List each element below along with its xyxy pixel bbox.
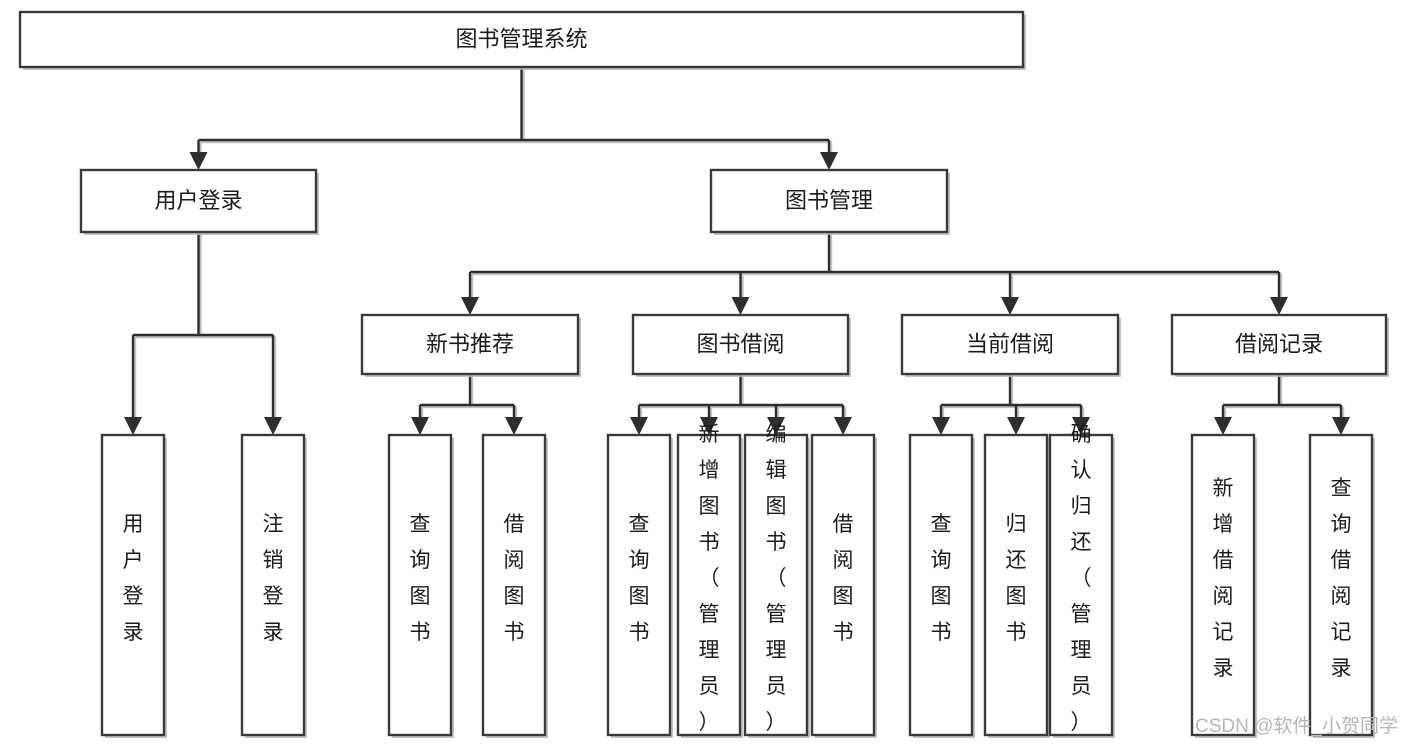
node-book-manage[interactable]: 图书管理 <box>709 168 950 235</box>
node-label: 查询图书 <box>931 513 952 644</box>
node-label: 当前借阅 <box>966 331 1054 356</box>
arrow-head-icon <box>630 417 648 435</box>
connector-arrow <box>468 272 474 301</box>
node-label: 新书推荐 <box>426 331 514 356</box>
node-label: 图书管理系统 <box>455 26 587 51</box>
arrow-head-icon <box>505 417 523 435</box>
node-leaf-borrow-book-1[interactable]: 借阅图书 <box>481 433 548 738</box>
node-label: 归还图书 <box>1006 513 1027 644</box>
arrow-head-icon <box>932 417 950 435</box>
connector-stem <box>520 67 525 142</box>
node-label: 新增借阅记录 <box>1213 477 1234 680</box>
arrow-head-icon <box>1072 417 1090 435</box>
node-label: 用户登录 <box>123 513 144 644</box>
arrow-head-icon <box>1007 417 1025 435</box>
arrow-head-icon <box>1270 297 1288 315</box>
connector-arrow <box>1277 272 1283 301</box>
node-leaf-user-login[interactable]: 用户登录 <box>100 433 167 738</box>
node-label: 编辑图书（管理员） <box>766 423 787 734</box>
node-label: 确认归还（管理员） <box>1071 423 1092 734</box>
connector-stem <box>739 374 744 407</box>
connector-bus <box>420 403 516 409</box>
connector-bus <box>1223 403 1343 409</box>
node-label: 借阅记录 <box>1235 331 1323 356</box>
connector-stem <box>1277 374 1283 407</box>
arrow-head-icon <box>767 417 785 435</box>
arrow-head-icon <box>1332 417 1350 435</box>
connector-bus <box>639 403 845 409</box>
connector-stem <box>827 232 833 274</box>
node-new-book-recommend[interactable]: 新书推荐 <box>360 313 581 377</box>
node-leaf-confirm-return[interactable]: 确认归还（管理员） <box>1048 423 1115 738</box>
node-leaf-query-book-3[interactable]: 查询图书 <box>908 433 975 738</box>
node-label: 查询图书 <box>410 513 431 644</box>
node-current-borrow[interactable]: 当前借阅 <box>900 313 1121 377</box>
connector-stem <box>197 232 202 337</box>
node-borrow-record[interactable]: 借阅记录 <box>1170 313 1389 377</box>
connector-stem <box>1008 374 1014 407</box>
node-root[interactable]: 图书管理系统 <box>18 10 1026 70</box>
connector-arrow <box>739 272 744 301</box>
arrow-head-icon <box>264 417 282 435</box>
arrow-head-icon <box>731 297 750 315</box>
node-leaf-query-book-1[interactable]: 查询图书 <box>387 433 454 738</box>
connector-arrow <box>131 335 137 421</box>
node-leaf-borrow-book-2[interactable]: 借阅图书 <box>810 433 877 738</box>
csdn-watermark: CSDN @软件_小贺同学 <box>1195 715 1398 737</box>
node-leaf-return-book[interactable]: 归还图书 <box>983 433 1050 738</box>
node-leaf-edit-book[interactable]: 编辑图书（管理员） <box>743 423 810 738</box>
node-label: 查询图书 <box>629 513 650 644</box>
connector-bus <box>198 138 831 144</box>
node-leaf-add-book[interactable]: 新增图书（管理员） <box>676 423 743 738</box>
connector-bus <box>470 270 1281 276</box>
arrow-head-icon <box>1001 297 1019 315</box>
node-label: 借阅图书 <box>504 513 525 644</box>
connector-arrow <box>1008 272 1014 301</box>
node-label: 查询借阅记录 <box>1331 477 1352 680</box>
node-leaf-query-book-2[interactable]: 查询图书 <box>606 433 673 738</box>
connector-bus <box>133 333 275 339</box>
arrow-head-icon <box>411 417 429 435</box>
arrow-head-icon <box>461 297 479 315</box>
connector-layer <box>124 67 1350 435</box>
arrow-head-icon <box>1214 417 1232 435</box>
node-label: 新增图书（管理员） <box>699 423 720 734</box>
node-label: 用户登录 <box>154 188 242 213</box>
arrow-head-icon <box>700 417 718 435</box>
arrow-head-icon <box>820 152 838 170</box>
node-leaf-add-record[interactable]: 新增借阅记录 <box>1190 433 1257 738</box>
node-label: 图书借阅 <box>696 331 784 356</box>
node-user-login[interactable]: 用户登录 <box>79 168 319 235</box>
connector-arrow <box>271 335 277 421</box>
node-label: 借阅图书 <box>833 513 854 644</box>
arrow-head-icon <box>124 417 142 435</box>
node-book-borrow[interactable]: 图书借阅 <box>631 313 851 377</box>
arrow-head-icon <box>834 417 852 435</box>
node-label: 图书管理 <box>785 188 873 213</box>
node-leaf-user-logout[interactable]: 注销登录 <box>240 433 307 738</box>
arrow-head-icon <box>189 152 208 170</box>
connector-stem <box>468 374 474 407</box>
node-label: 注销登录 <box>263 513 284 644</box>
connector-bus <box>941 403 1083 409</box>
node-layer: 图书管理系统用户登录图书管理新书推荐图书借阅当前借阅借阅记录用户登录注销登录查询… <box>18 10 1389 738</box>
node-leaf-query-record[interactable]: 查询借阅记录 <box>1308 433 1375 738</box>
